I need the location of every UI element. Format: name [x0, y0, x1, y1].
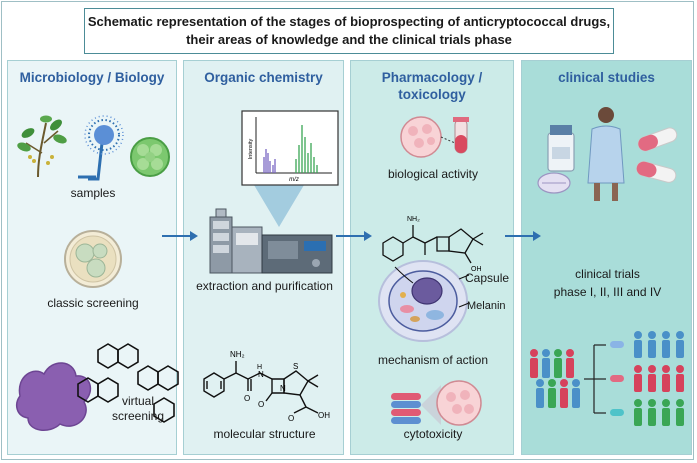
plant-icon: [17, 115, 67, 178]
protein-icon: [15, 362, 92, 431]
label-phases: phase I, II, III and IV: [553, 285, 662, 299]
hplc-instrument-icon: [209, 208, 333, 274]
panel-organic-chemistry: Organic chemistry Intensity m/z: [183, 60, 344, 455]
patient-icon: [587, 107, 625, 201]
nucleus: [411, 277, 443, 305]
structure-n-ring: N: [280, 384, 286, 393]
tablet-icon: [537, 172, 571, 194]
virtual-screening-illustration: [15, 343, 179, 431]
molecule-icon: [77, 343, 179, 423]
test-tube-icon: [453, 117, 469, 154]
spectrum-y-label: Intensity: [248, 139, 254, 160]
group-green: [634, 399, 684, 426]
annotation-pointers: [458, 274, 470, 308]
structure-o-lactam: O: [258, 400, 264, 409]
cytotoxicity-icon: [391, 380, 482, 426]
green-cells-icon: [130, 137, 170, 177]
spectrum-x-label: m/z: [289, 177, 299, 183]
biological-activity-icon: [400, 116, 469, 158]
label-cytotoxicity: cytotoxicity: [403, 427, 463, 441]
population-group: [530, 349, 580, 408]
structure-h: H: [257, 364, 262, 371]
structure-s: S: [293, 362, 298, 371]
label-biological-activity: biological activity: [387, 167, 479, 181]
petri-dish-icon: [64, 230, 122, 288]
label-clinical-trials: clinical trials: [575, 267, 640, 281]
panel-title-pharmacology-2: toxicology: [398, 87, 466, 102]
panel-clinical-studies: clinical studies cli: [521, 60, 692, 455]
panel-title-clinical: clinical studies: [558, 70, 655, 85]
label-mechanism-of-action: mechanism of action: [377, 353, 489, 367]
drug-structure-diagram: NH₂ OH: [382, 216, 484, 273]
benzene-ring: [203, 372, 225, 398]
clinical-illustration: [537, 107, 678, 201]
arrow-chemistry-to-pharmacology: [336, 231, 372, 241]
spectrum-peaks-green: [295, 125, 318, 173]
arrow-pharmacology-to-clinical: [505, 231, 541, 241]
arrow-biology-to-chemistry: [162, 231, 198, 241]
branch-arrows: [584, 344, 606, 414]
label-capsule: Capsule: [465, 271, 510, 285]
structure-oh: OH: [318, 411, 330, 420]
cryptococcus-cell-diagram: [378, 260, 468, 342]
label-samples: samples: [70, 186, 116, 200]
panel-title-biology: Microbiology / Biology: [19, 70, 165, 85]
capsule-pill-icon: [636, 127, 678, 183]
label-classic-screening: classic screening: [47, 296, 139, 310]
panel-microbiology-biology: Microbiology / Biology: [7, 60, 179, 455]
cytotoxicity-dish: [436, 380, 482, 426]
structure-n-amide: N: [258, 370, 264, 379]
drug-nh2: NH₂: [407, 216, 420, 223]
group-red: [634, 365, 684, 392]
title-line-1: Schematic representation of the stages o…: [87, 14, 611, 29]
samples-illustration: [17, 115, 170, 181]
structure-nh2: NH₂: [230, 350, 245, 359]
cell-culture-dish: [400, 116, 442, 158]
vial-icon: [547, 125, 575, 172]
mass-spectrum-chart: Intensity m/z: [241, 110, 339, 227]
label-virtual-2: screening: [111, 409, 165, 423]
drug-oh: OH: [471, 266, 482, 273]
fungus-icon: [78, 115, 124, 181]
panel-title-pharmacology-1: Pharmacology /: [381, 70, 483, 85]
panel-pharmacology-toxicology: Pharmacology / toxicology biological act…: [350, 60, 514, 455]
figure-title: Schematic representation of the stages o…: [84, 8, 614, 54]
spectrum-peaks-purple: [263, 149, 276, 173]
thiazolidine-ring: [283, 370, 309, 396]
label-extraction-purification: extraction and purification: [196, 279, 333, 293]
panel-title-chemistry: Organic chemistry: [204, 70, 323, 85]
title-line-2: their areas of knowledge and the clinica…: [186, 32, 512, 47]
trial-randomization-diagram: [530, 331, 684, 426]
label-melanin: Melanin: [467, 300, 506, 312]
group-blue: [634, 331, 684, 358]
structure-o-acid: O: [288, 414, 294, 423]
label-molecular-structure: molecular structure: [213, 427, 316, 441]
small-pills: [610, 341, 624, 416]
label-virtual-1: virtual: [121, 394, 154, 408]
structure-o-amide: O: [244, 394, 250, 403]
cell-stack-icon: [391, 393, 421, 424]
spectrum-funnel: [254, 185, 304, 227]
molecular-structure-diagram: NH₂ H N N S O O O OH: [203, 350, 330, 423]
